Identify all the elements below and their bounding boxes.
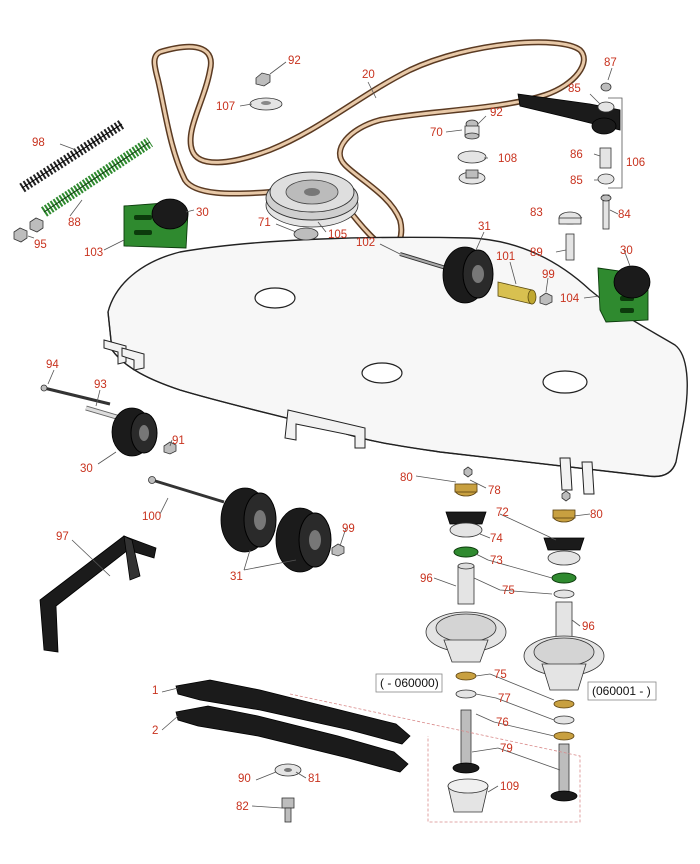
callout-71: 71 — [258, 217, 271, 229]
callout-30: 30 — [620, 245, 633, 257]
callout-95: 95 — [34, 239, 47, 251]
callout-75: 75 — [494, 669, 507, 681]
callout-82: 82 — [236, 801, 249, 813]
idler-arm-106 — [517, 82, 623, 189]
callout-99: 99 — [342, 523, 355, 535]
serial-label-left: ( - 060000) — [380, 676, 439, 690]
gauge-wheel-left — [40, 384, 177, 457]
callout-96: 96 — [420, 573, 433, 585]
pulley-105 — [265, 171, 359, 241]
callout-72: 72 — [496, 507, 509, 519]
callout-88: 88 — [68, 217, 81, 229]
blade-group-outline — [289, 693, 581, 823]
spindle-left — [425, 466, 507, 813]
callout-87: 87 — [604, 57, 617, 69]
leader-lines — [27, 61, 631, 809]
callout-103: 103 — [84, 247, 103, 259]
spacers-83-89-84 — [558, 194, 612, 261]
serial-label-right: (060001 - ) — [592, 684, 651, 698]
serial-box-left — [375, 673, 443, 693]
spring-88 — [40, 137, 154, 217]
callout-2: 2 — [152, 725, 158, 737]
callout-93: 93 — [94, 379, 107, 391]
callout-30: 30 — [196, 207, 209, 219]
callout-90: 90 — [238, 773, 251, 785]
callout-78: 78 — [488, 485, 501, 497]
blade-1 — [175, 679, 411, 745]
bolt-102 — [399, 252, 447, 270]
callout-101: 101 — [496, 251, 515, 263]
blade-hardware — [274, 763, 302, 823]
callout-107: 107 — [216, 101, 235, 113]
drive-belt — [151, 39, 587, 254]
callout-83: 83 — [530, 207, 543, 219]
callout-85: 85 — [568, 83, 581, 95]
callout-80: 80 — [590, 509, 603, 521]
wheel-31-top — [442, 246, 494, 304]
callout-92: 92 — [288, 55, 301, 67]
callout-labels: 20 92 107 87 85 92 70 108 86 106 85 98 8… — [32, 55, 645, 813]
callout-99: 99 — [542, 269, 555, 281]
spindle-right — [523, 490, 605, 802]
callout-31: 31 — [478, 221, 491, 233]
callout-20: 20 — [362, 69, 375, 81]
serial-box-right — [587, 681, 657, 701]
callout-86: 86 — [570, 149, 583, 161]
callout-92: 92 — [490, 107, 503, 119]
idler-bracket-104 — [597, 265, 651, 323]
callout-74: 74 — [490, 533, 503, 545]
callout-31: 31 — [230, 571, 243, 583]
callout-75: 75 — [502, 585, 515, 597]
callout-104: 104 — [560, 293, 580, 305]
callout-73: 73 — [490, 555, 503, 567]
idler-bracket-103 — [123, 198, 189, 249]
callout-97: 97 — [56, 531, 69, 543]
callout-98: 98 — [32, 137, 45, 149]
callout-106: 106 — [626, 157, 645, 169]
callout-91: 91 — [172, 435, 185, 447]
nut-99-top — [539, 292, 553, 306]
callout-76: 76 — [496, 717, 509, 729]
spacer-101 — [497, 281, 537, 305]
blade-2 — [175, 705, 409, 773]
callout-109: 109 — [500, 781, 519, 793]
callout-102: 102 — [356, 237, 375, 249]
callout-70: 70 — [430, 127, 443, 139]
callout-94: 94 — [46, 359, 59, 371]
callout-80: 80 — [400, 472, 413, 484]
callout-85: 85 — [570, 175, 583, 187]
callout-79: 79 — [500, 743, 513, 755]
callout-30: 30 — [80, 463, 93, 475]
callout-105: 105 — [328, 229, 347, 241]
bracket-97 — [39, 535, 157, 653]
callout-1: 1 — [152, 685, 158, 697]
callout-77: 77 — [498, 693, 511, 705]
callout-100: 100 — [142, 511, 161, 523]
callout-81: 81 — [308, 773, 321, 785]
callout-84: 84 — [618, 209, 631, 221]
callout-89: 89 — [530, 247, 543, 259]
nuts-95 — [13, 217, 44, 243]
callout-96: 96 — [582, 621, 595, 633]
spring-98 — [19, 119, 125, 193]
gauge-wheels-31 — [148, 476, 345, 573]
callout-108: 108 — [498, 153, 517, 165]
hardware-stack — [249, 72, 487, 185]
